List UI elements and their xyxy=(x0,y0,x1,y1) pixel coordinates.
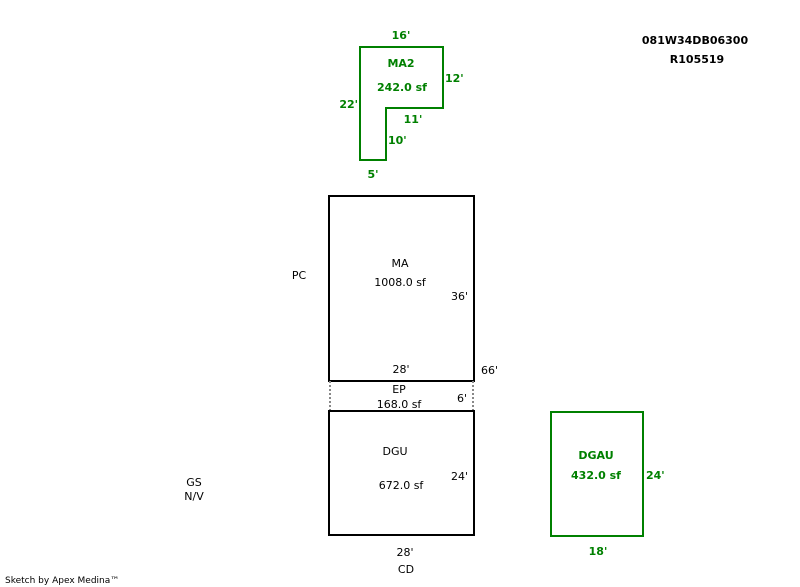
parcel-id: 081W34DB06300 xyxy=(642,34,749,47)
dgau-label: DGAU xyxy=(578,449,613,462)
dgau-area: 432.0 sf xyxy=(571,469,621,482)
ma-dim-height: 36' xyxy=(451,290,468,303)
dgu-label: DGU xyxy=(382,445,407,458)
ma-label: MA xyxy=(391,257,408,270)
ep-dim-height: 6' xyxy=(457,392,467,405)
dgau-dim-height: 24' xyxy=(646,469,665,482)
ma-dim-width: 28' xyxy=(392,363,409,376)
dgau-outline xyxy=(550,411,644,537)
dgu-outline xyxy=(328,410,475,536)
dgu-area: 672.0 sf xyxy=(379,479,425,492)
ma-outline xyxy=(328,195,475,382)
gs-label: GS xyxy=(186,476,202,489)
cd-label: CD xyxy=(398,563,414,576)
account-id: R105519 xyxy=(670,53,724,66)
ma2-dim-left: 22' xyxy=(339,98,358,111)
ma2-dim-inner: 10' xyxy=(388,134,407,147)
pc-label: PC xyxy=(292,269,307,282)
dgu-dim-height: 24' xyxy=(451,470,468,483)
ma-area: 1008.0 sf xyxy=(374,276,427,289)
dgau-dim-width: 18' xyxy=(589,545,608,558)
ma2-label: MA2 xyxy=(387,57,414,70)
sketch-credit: Sketch by Apex Medina™ xyxy=(5,576,119,586)
dgu-dim-width: 28' xyxy=(396,546,413,559)
ma2-dim-step: 11' xyxy=(404,113,423,126)
ep-area: 168.0 sf xyxy=(377,398,423,411)
nv-label: N/V xyxy=(184,490,204,503)
total-height: 66' xyxy=(481,364,498,377)
ep-label: EP xyxy=(392,383,406,396)
ma2-dim-right: 12' xyxy=(445,72,464,85)
ma2-dim-top: 16' xyxy=(392,29,411,42)
ma2-outline xyxy=(359,46,444,161)
ma2-area: 242.0 sf xyxy=(377,81,427,94)
ma2-dim-bottom: 5' xyxy=(367,168,378,181)
